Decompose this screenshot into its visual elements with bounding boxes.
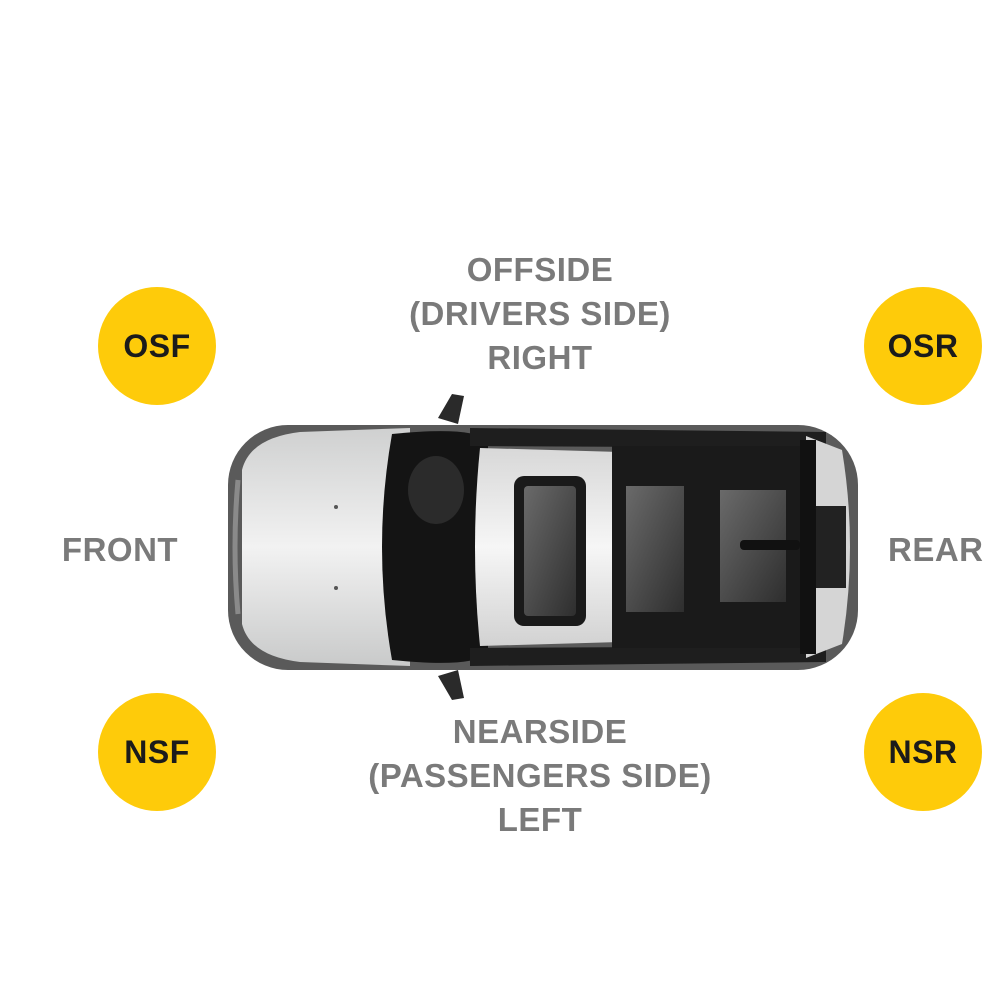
sunroof-middle	[626, 486, 684, 612]
offside-label: OFFSIDE (DRIVERS SIDE) RIGHT	[340, 248, 740, 380]
offside-line-1: OFFSIDE	[466, 251, 614, 288]
car-hood	[242, 428, 410, 666]
nearside-mirror	[438, 670, 464, 700]
front-label: FRONT	[61, 531, 179, 568]
nsr-badge: NSR	[864, 693, 982, 811]
nearside-label: NEARSIDE (PASSENGERS SIDE) LEFT	[320, 710, 760, 842]
osf-badge: OSF	[98, 287, 216, 405]
offside-line-3: RIGHT	[487, 339, 593, 376]
nsf-badge: NSF	[98, 693, 216, 811]
rear-label: REAR	[888, 531, 984, 568]
nearside-line-1: NEARSIDE	[452, 713, 628, 750]
offside-mirror	[438, 394, 464, 424]
offside-line-2: (DRIVERS SIDE)	[409, 295, 671, 332]
nearside-line-3: LEFT	[497, 801, 583, 838]
nearside-line-2: (PASSENGERS SIDE)	[368, 757, 712, 794]
osr-badge: OSR	[864, 287, 982, 405]
